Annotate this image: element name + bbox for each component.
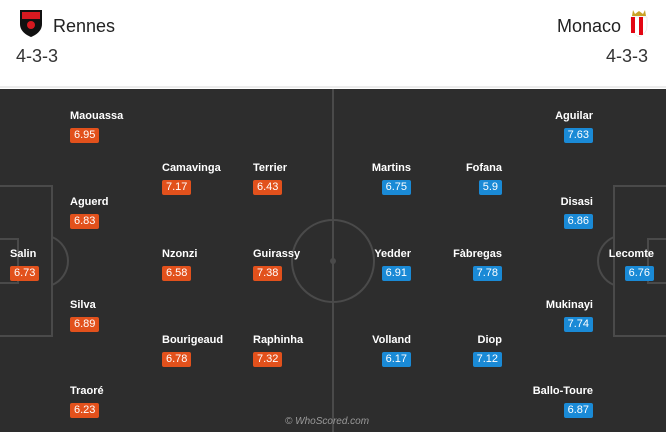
player-nzonzi[interactable]: Nzonzi 6.58 — [162, 248, 197, 281]
home-formation: 4-3-3 — [16, 46, 59, 66]
player-name: Salin — [10, 248, 37, 260]
player-name: Bourigeaud — [162, 334, 224, 346]
rennes-crest-icon — [18, 8, 44, 43]
player-ballo-toure[interactable]: Ballo-Toure 6.87 — [533, 385, 593, 418]
away-formation: 4-3-3 — [605, 46, 648, 66]
player-name: Disasi — [560, 196, 593, 208]
player-name: Traoré — [70, 385, 104, 397]
player-rating: 6.95 — [70, 128, 100, 143]
monaco-crest-icon — [627, 8, 651, 43]
player-rating: 6.83 — [70, 214, 100, 229]
player-rating: 6.87 — [563, 403, 593, 418]
pitch-markings — [0, 89, 666, 432]
player-name: Diop — [477, 334, 502, 346]
player-name: Aguerd — [70, 196, 109, 208]
player-mukinayi[interactable]: Mukinayi 7.74 — [546, 299, 593, 332]
player-name: Fàbregas — [453, 248, 502, 260]
player-aguilar[interactable]: Aguilar 7.63 — [555, 110, 593, 143]
player-disasi[interactable]: Disasi 6.86 — [561, 196, 593, 229]
player-rating: 7.78 — [472, 266, 502, 281]
watermark: © WhoScored.com — [285, 416, 370, 427]
player-name: Mukinayi — [545, 299, 593, 311]
player-name: Terrier — [253, 162, 288, 174]
player-name: Volland — [372, 334, 411, 346]
player-yedder[interactable]: Yedder 6.91 — [374, 248, 411, 281]
player-rating: 7.74 — [563, 317, 593, 332]
player-rating: 7.63 — [563, 128, 593, 143]
player-rating: 6.43 — [253, 180, 283, 195]
player-rating: 6.78 — [162, 352, 192, 367]
player-rating: 7.38 — [253, 266, 283, 281]
player-name: Fofana — [465, 162, 502, 174]
player-name: Camavinga — [162, 162, 221, 174]
match-header: Rennes 4-3-3 Monaco 4-3-3 — [0, 0, 666, 88]
player-rating: 6.76 — [624, 266, 654, 281]
player-rating: 7.17 — [162, 180, 192, 195]
player-martins[interactable]: Martins 6.75 — [372, 162, 411, 195]
player-rating: 6.23 — [70, 403, 100, 418]
player-rating: 6.91 — [381, 266, 411, 281]
player-guirassy[interactable]: Guirassy 7.38 — [253, 248, 300, 281]
player-name: Nzonzi — [162, 248, 198, 260]
player-raphinha[interactable]: Raphinha 7.32 — [253, 334, 303, 367]
player-rating: 6.58 — [162, 266, 192, 281]
player-salin[interactable]: Salin 6.73 — [10, 248, 40, 281]
player-diop[interactable]: Diop 7.12 — [472, 334, 502, 367]
player-name: Aguilar — [555, 110, 593, 122]
player-lecomte[interactable]: Lecomte 6.76 — [609, 248, 654, 281]
player-volland[interactable]: Volland 6.17 — [372, 334, 411, 367]
home-team-name: Rennes — [53, 16, 116, 36]
player-maouassa[interactable]: Maouassa 6.95 — [70, 110, 123, 143]
player-name: Silva — [70, 299, 96, 311]
player-traore[interactable]: Traoré 6.23 — [70, 385, 104, 418]
player-terrier[interactable]: Terrier 6.43 — [253, 162, 287, 195]
player-name: Martins — [371, 162, 411, 174]
player-fofana[interactable]: Fofana 5.9 — [466, 162, 502, 195]
player-silva[interactable]: Silva 6.89 — [70, 299, 100, 332]
player-rating: 6.17 — [381, 352, 411, 367]
player-rating: 5.9 — [478, 180, 502, 195]
player-bourigeaud[interactable]: Bourigeaud 6.78 — [162, 334, 223, 367]
player-aguerd[interactable]: Aguerd 6.83 — [70, 196, 109, 229]
player-camavinga[interactable]: Camavinga 7.17 — [162, 162, 221, 195]
player-rating: 6.86 — [563, 214, 593, 229]
player-rating: 6.89 — [70, 317, 100, 332]
player-name: Raphinha — [253, 334, 304, 346]
player-rating: 7.12 — [472, 352, 502, 367]
away-team-name: Monaco — [556, 16, 621, 36]
pitch — [0, 89, 666, 432]
player-fabregas[interactable]: Fàbregas 7.78 — [453, 248, 502, 281]
player-rating: 7.32 — [253, 352, 283, 367]
header-divider — [0, 86, 666, 88]
player-name: Yedder — [374, 248, 411, 260]
player-rating: 6.75 — [381, 180, 411, 195]
player-rating: 6.73 — [10, 266, 40, 281]
player-name: Ballo-Toure — [532, 385, 593, 397]
player-name: Lecomte — [608, 248, 654, 260]
player-name: Guirassy — [253, 248, 301, 260]
player-name: Maouassa — [70, 110, 124, 122]
